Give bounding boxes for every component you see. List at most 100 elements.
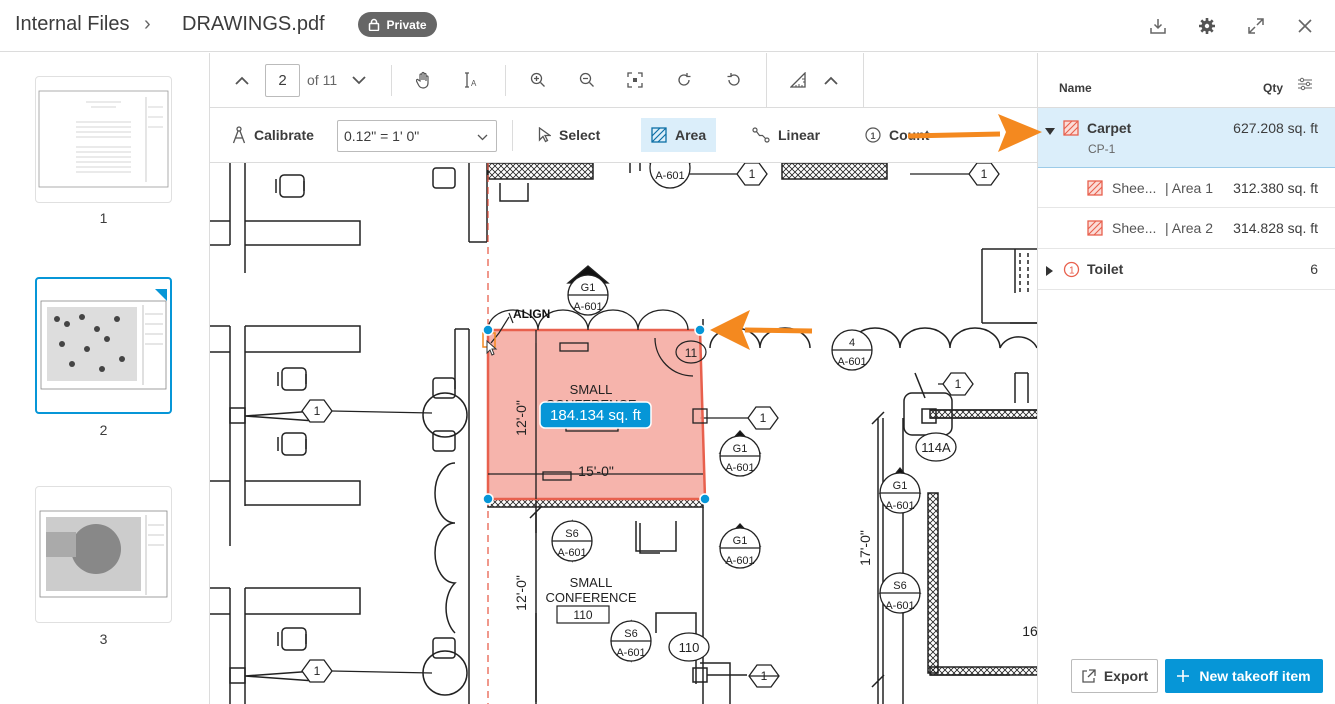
svg-text:S6: S6 (565, 528, 578, 540)
section-callout-4: 4 A-601 (831, 329, 873, 371)
column-header-name[interactable]: Name (1059, 81, 1092, 95)
rotate-clockwise-icon[interactable] (670, 66, 698, 94)
svg-text:G1: G1 (733, 443, 748, 455)
divider (863, 53, 864, 108)
drawing-canvas[interactable]: 1 1 1 1 1 1 1 G1 A-601 G1 A-601 G1 A-60 (210, 163, 1037, 704)
page-thumbnail-2[interactable] (35, 277, 172, 414)
vertex-handle[interactable] (482, 493, 494, 505)
close-icon[interactable] (1293, 14, 1317, 38)
prev-page-chevron-up-icon[interactable] (228, 66, 256, 94)
count-tool-button[interactable]: 1 Count (855, 118, 939, 152)
hex-tag: 1 (760, 411, 767, 425)
svg-text:G1: G1 (893, 480, 908, 492)
svg-text:114A: 114A (921, 440, 951, 455)
thumbnail-image (38, 90, 169, 188)
area-hatch-icon (1063, 120, 1080, 142)
calibrate-button[interactable]: Calibrate (222, 118, 324, 152)
svg-text:A-601: A-601 (837, 356, 866, 368)
filter-settings-icon[interactable] (1297, 77, 1313, 96)
area-measurement-tag: 184.134 sq. ft (539, 401, 652, 429)
takeoff-subitem-sheet: Shee... (1112, 220, 1157, 236)
svg-text:A-601: A-601 (885, 600, 914, 612)
room-tag-11: 11 (685, 346, 698, 360)
takeoff-subitem-sheet: Shee... (1112, 180, 1157, 196)
section-callout-s6: S6 A-601 (878, 572, 922, 614)
room-tag-110: 110 (668, 632, 710, 662)
room-name-line: CONFERENCE (545, 590, 636, 605)
zoom-out-icon[interactable] (573, 66, 601, 94)
page-thumbnails-panel: 1 2 3 (0, 53, 210, 704)
svg-text:G1: G1 (581, 282, 596, 294)
takeoff-subrow[interactable]: Shee... | Area 1 312.380 sq. ft (1038, 168, 1335, 208)
caret-down-icon[interactable] (1045, 123, 1055, 141)
export-label: Export (1103, 668, 1149, 684)
takeoff-row-toilet[interactable]: 1 Toilet 6 (1038, 249, 1335, 290)
pan-hand-icon[interactable] (410, 66, 438, 94)
next-page-chevron-down-icon[interactable] (345, 66, 373, 94)
svg-text:A-601: A-601 (655, 170, 684, 182)
column-header-qty[interactable]: Qty (1263, 81, 1284, 95)
svg-text:S6: S6 (893, 580, 906, 592)
caret-right-icon[interactable] (1046, 263, 1054, 281)
takeoff-item-code: CP-1 (1088, 142, 1116, 156)
room-number: 110 (573, 608, 592, 622)
area-tool-button[interactable]: Area (641, 118, 717, 152)
section-callout-g1: G1 A-601 (878, 466, 922, 514)
expand-icon[interactable] (1244, 14, 1268, 38)
breadcrumb-separator: › (144, 13, 151, 35)
page-number-input[interactable]: 2 (265, 64, 300, 97)
divider (766, 53, 767, 108)
rotate-counterclockwise-icon[interactable] (720, 66, 748, 94)
page-thumbnail-3[interactable] (35, 486, 172, 623)
takeoff-table-header: Name Qty (1038, 53, 1335, 108)
scale-dropdown[interactable]: 0.12" = 1' 0" (337, 120, 497, 152)
takeoff-subrow[interactable]: Shee... | Area 2 314.828 sq. ft (1038, 208, 1335, 249)
vertex-handle[interactable] (694, 324, 706, 336)
takeoff-toolbar: Calibrate 0.12" = 1' 0" Select Area Line… (210, 108, 1037, 163)
external-link-icon (1082, 668, 1096, 683)
annotation-arrow (710, 310, 813, 350)
top-bar: Internal Files › DRAWINGS.pdf Private (0, 0, 1335, 52)
count-circle-icon: 1 (865, 127, 881, 143)
vertex-handle[interactable] (699, 493, 711, 505)
fit-to-view-icon[interactable] (621, 66, 649, 94)
text-select-icon[interactable]: A (458, 66, 486, 94)
privacy-badge: Private (358, 12, 437, 37)
takeoff-subitem-qty: 314.828 sq. ft (1233, 220, 1318, 236)
page-thumbnail-1[interactable] (35, 76, 172, 203)
zoom-in-icon[interactable] (524, 66, 552, 94)
area-label: Area (675, 127, 707, 143)
takeoff-item-name: Carpet (1087, 120, 1132, 136)
new-takeoff-item-button[interactable]: New takeoff item (1165, 659, 1323, 693)
gear-icon[interactable] (1195, 14, 1219, 38)
svg-text:S6: S6 (624, 628, 637, 640)
hex-tag: 1 (981, 167, 988, 181)
calibrate-label: Calibrate (254, 127, 314, 143)
vertex-handle[interactable] (482, 324, 494, 336)
breadcrumb-internal-files[interactable]: Internal Files (15, 13, 130, 35)
takeoff-subitem-area: | Area 1 (1165, 180, 1214, 196)
takeoff-row-carpet[interactable]: Carpet CP-1 627.208 sq. ft (1038, 108, 1335, 168)
chevron-down-icon (477, 121, 488, 151)
file-title: DRAWINGS.pdf (182, 13, 325, 35)
hex-tag: 1 (314, 664, 321, 678)
download-icon[interactable] (1146, 14, 1170, 38)
measure-tools-icon[interactable] (785, 66, 813, 94)
export-button[interactable]: Export (1071, 659, 1158, 693)
dimension-label: 17'-0" (857, 530, 873, 566)
section-callout-top: A-601 (649, 163, 691, 189)
svg-text:A-601: A-601 (573, 301, 602, 313)
select-tool-button[interactable]: Select (528, 118, 610, 152)
section-callout-g1: G1 A-601 (718, 430, 762, 477)
takeoff-item-qty: 627.208 sq. ft (1233, 120, 1318, 136)
collapse-chevron-up-icon[interactable] (817, 66, 845, 94)
count-label: Count (889, 127, 930, 143)
dimension-label: 12'-0" (513, 400, 529, 436)
linear-tool-button[interactable]: Linear (742, 118, 830, 152)
cursor-icon (538, 127, 551, 143)
svg-text:A-601: A-601 (885, 500, 914, 512)
divider (505, 65, 506, 96)
hex-tag: 1 (761, 669, 768, 683)
align-marker[interactable]: ALIGN (482, 307, 550, 356)
plus-icon (1177, 670, 1190, 682)
